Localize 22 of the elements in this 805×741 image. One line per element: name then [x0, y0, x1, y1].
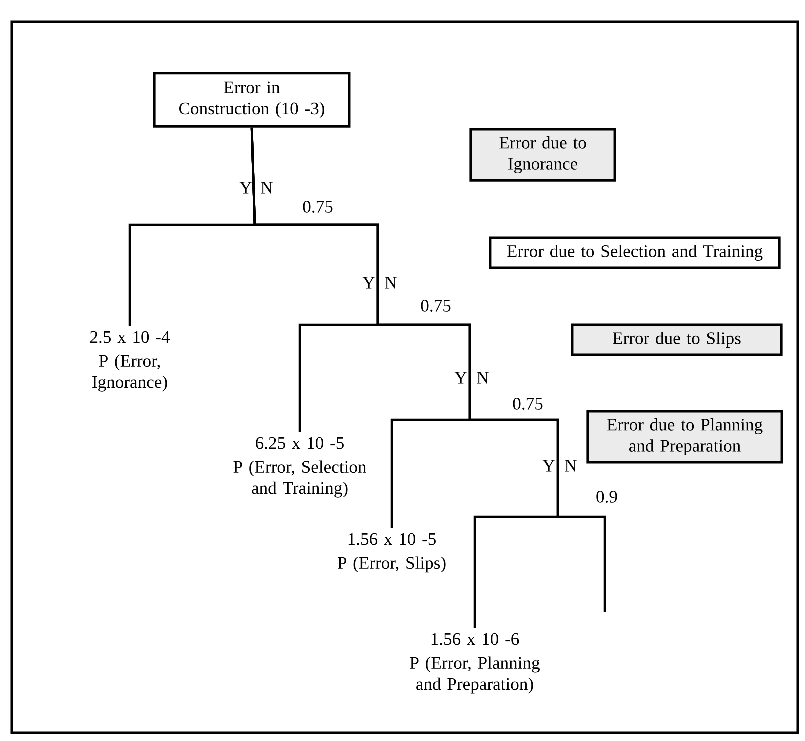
category-box: Error due to Ignorance: [470, 128, 616, 182]
event-box: Error in Construction (10 -3): [153, 72, 351, 128]
branch-line: [250, 128, 606, 612]
probability-label: 0.75: [513, 398, 543, 410]
outcome-text: 6.25 x 10 -5 P (Error, Selection and Training): [234, 437, 366, 498]
branch-label: N: [261, 182, 273, 194]
probability-label: 0.75: [421, 300, 451, 312]
outcome-text: 1.56 x 10 -6 P (Error, Planning and Preparation): [410, 633, 540, 694]
branch-label: Y: [240, 182, 252, 194]
probability-label: 0.9: [596, 491, 618, 503]
outcome-text: 2.5 x 10 -4 P (Error, Ignorance): [90, 331, 170, 392]
category-box: Error due to Slips: [571, 324, 783, 356]
outcome-text: 1.56 x 10 -5 P (Error, Slips): [338, 533, 446, 573]
branch-label: Y: [362, 277, 375, 289]
category-box: Error due to Selection and Training: [489, 236, 781, 270]
branch-label: Y: [542, 460, 555, 472]
probability-label: 0.75: [303, 201, 333, 213]
branch-label: Y: [454, 372, 467, 384]
category-box: Error due to Planning and Preparation: [586, 410, 784, 464]
branch-label: N: [477, 372, 489, 384]
branch-label: N: [565, 460, 577, 472]
branch-label: N: [385, 277, 397, 289]
